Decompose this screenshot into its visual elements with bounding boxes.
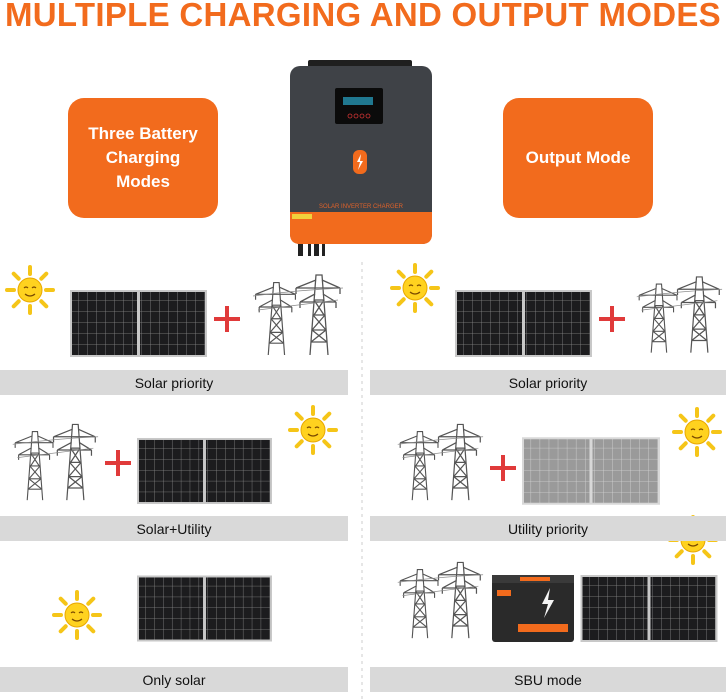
page-title: MULTIPLE CHARGING AND OUTPUT MODES [4, 0, 721, 33]
sun-icon [52, 590, 102, 640]
display-screen [335, 88, 383, 124]
solar-panel [70, 290, 207, 357]
plus-icon [597, 304, 627, 334]
mode-label-output-solar-priority: Solar priority [370, 370, 726, 395]
mode-label-solar-utility: Solar+Utility [0, 516, 348, 541]
mode-label-utility-priority: Utility priority [370, 516, 726, 541]
mode-label-only-solar: Only solar [0, 667, 348, 692]
power-tower-icon [398, 424, 483, 500]
power-tower-icon [253, 275, 343, 355]
charging-modes-heading: Three Battery Charging Modes [68, 98, 218, 218]
plus-icon [103, 448, 133, 478]
inverter-image: SOLAR INVERTER CHARGER [290, 60, 432, 256]
mode-label-sbu: SBU mode [370, 667, 726, 692]
sun-icon [5, 265, 55, 315]
output-mode-heading-text: Output Mode [525, 148, 631, 167]
solar-panel [455, 290, 592, 357]
sun-icon [672, 407, 722, 457]
inverter-label: SOLAR INVERTER CHARGER [319, 204, 404, 210]
output-mode-heading: Output Mode [503, 98, 653, 218]
solar-panel [580, 575, 718, 642]
solar-panel [137, 575, 272, 642]
plus-icon [488, 453, 518, 483]
sun-icon [288, 405, 338, 455]
plus-icon [212, 304, 242, 334]
solar-panel [137, 437, 272, 505]
power-tower-icon [637, 277, 722, 353]
mode-label-solar-priority: Solar priority [0, 370, 348, 395]
power-tower-icon [398, 562, 483, 638]
battery-icon [492, 575, 574, 642]
solar-panel [522, 437, 660, 505]
charging-modes-heading-text: Three Battery Charging Modes [88, 124, 198, 191]
sun-icon [390, 263, 440, 313]
power-tower-icon [13, 424, 98, 500]
